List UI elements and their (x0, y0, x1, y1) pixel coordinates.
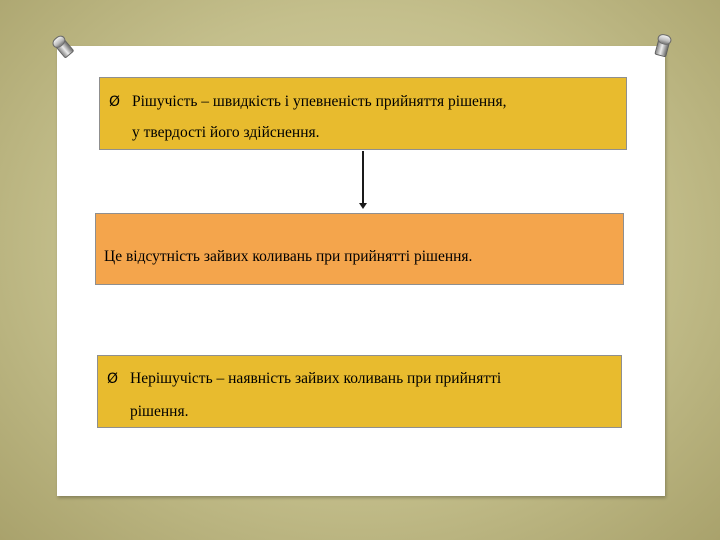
indecisiveness-definition-line-1: Нерішучість – наявність зайвих коливань … (130, 370, 502, 387)
arrow-head (359, 203, 367, 209)
indecisiveness-definition-line-2: рішення. (130, 403, 189, 420)
pin-icon (651, 32, 673, 58)
definition-box-indecisiveness: Ø Нерішучість – наявність зайвих коливан… (97, 355, 622, 428)
explanation-box: Це відсутність зайвих коливань при прийн… (95, 213, 624, 285)
arrow-down-icon (362, 151, 364, 204)
decisiveness-definition-line-2: у твердості його здійснення. (132, 124, 320, 141)
definition-box-decisiveness: Ø Рішучість – швидкість і упевненість пр… (99, 77, 627, 150)
decisiveness-definition-line-1: Рішучість – швидкість і упевненість прий… (132, 93, 507, 110)
bullet-arrow-icon: Ø (107, 371, 119, 387)
explanation-text: Це відсутність зайвих коливань при прийн… (104, 248, 473, 265)
bullet-arrow-icon: Ø (109, 94, 121, 110)
